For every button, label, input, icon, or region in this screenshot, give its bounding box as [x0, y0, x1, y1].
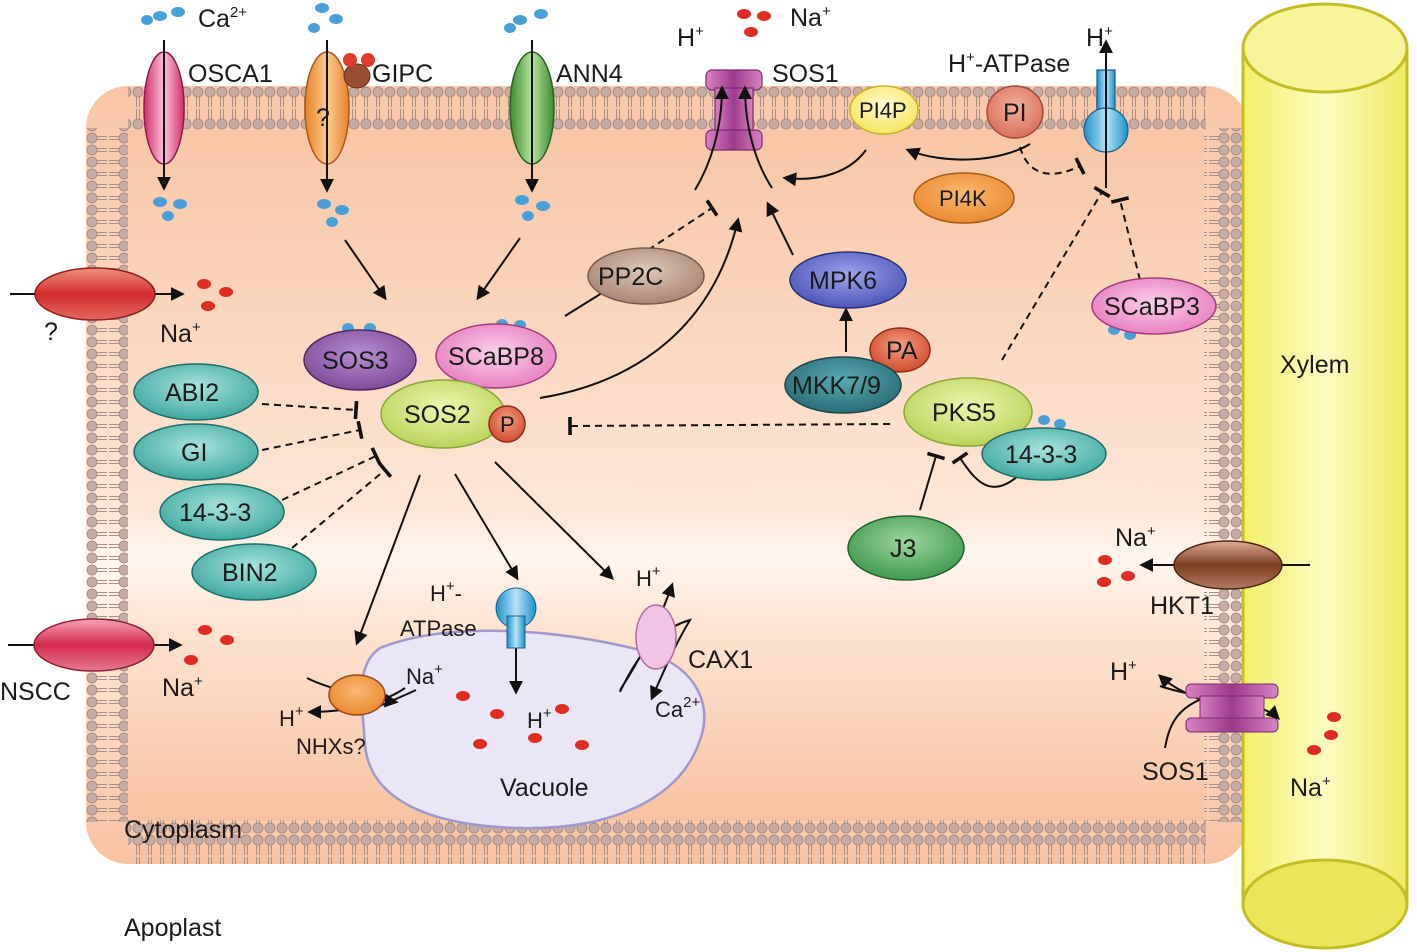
sos3-node [303, 329, 417, 391]
bin2-label: BIN2 [222, 559, 278, 587]
pi4p-node [849, 85, 919, 135]
scabp3-node [1091, 277, 1217, 335]
j3-label: J3 [890, 535, 916, 563]
mkk79-label: MKK7/9 [792, 372, 881, 400]
pi4p-label: PI4P [859, 98, 907, 123]
abi2-label: ABI2 [165, 379, 219, 407]
nhx-antiporter [328, 674, 386, 716]
vacuolar-h-atpase [495, 587, 537, 649]
gipc-label: GIPC [372, 60, 433, 88]
scabp8-label: SCaBP8 [448, 343, 544, 371]
pp2c-node [587, 247, 705, 305]
1433-right-label: 14-3-3 [1005, 441, 1077, 469]
mkk79-node [784, 356, 902, 414]
sos1-xylem-label: SOS1 [1142, 758, 1209, 786]
proton-label-vacuole: H+ [527, 705, 552, 733]
sos1-top-label: SOS1 [772, 60, 839, 88]
sodium-label-nhx: Na+ [406, 661, 443, 689]
pks5-node [903, 377, 1033, 447]
pi4k-node [913, 172, 1015, 224]
proton-label-nhx: H+ [279, 703, 304, 731]
pa-node [869, 327, 931, 373]
bin2-node [191, 543, 317, 601]
j3-node [847, 515, 965, 581]
calcium-label: Ca2+ [198, 4, 247, 33]
pi-node [986, 85, 1044, 139]
v-h-atpase-label-line2: ATPase [400, 616, 477, 641]
cax1-label: CAX1 [688, 646, 753, 674]
abi2-node [133, 363, 259, 421]
1433-left-label: 14-3-3 [179, 499, 251, 527]
sos2-label: SOS2 [404, 401, 471, 429]
1433-right-node [981, 427, 1107, 481]
nscc-label: NSCC [0, 678, 71, 706]
gipc-sugar-dot [343, 53, 357, 67]
membrane-transport-proteins [33, 267, 1283, 733]
inhibition-lines [261, 146, 1141, 549]
sodium-label-hkt1: Na+ [1115, 523, 1156, 552]
gipc-sugar-dot [361, 53, 375, 67]
scabp8-node [435, 323, 557, 389]
phospho-node [488, 405, 526, 443]
proton-label-top: H+ [677, 23, 704, 52]
gi-label: GI [181, 439, 207, 467]
pp2c-label: PP2C [598, 263, 663, 291]
vacuole-label: Vacuole [500, 774, 589, 802]
v-h-atpase-label-line1: H+- [430, 578, 462, 606]
sos3-label: SOS3 [322, 347, 389, 375]
sodium-label-left-top: Na+ [160, 319, 201, 348]
apoplast-label: Apoplast [124, 914, 221, 942]
mpk6-node [789, 251, 907, 309]
labels: Ca2+ OSCA1 ? GIPC ANN4 H+ Na+ SOS1 PI4P … [0, 3, 1349, 942]
nhxs-label: NHXs? [296, 734, 366, 759]
proton-label-pm: H+ [1086, 23, 1113, 52]
mpk6-label: MPK6 [809, 267, 877, 295]
pm-h-atpase-label: H+-ATPase [948, 49, 1070, 78]
sos1-xylem-channel [1185, 683, 1279, 733]
cax1-antiporter [635, 604, 677, 670]
vacuole [360, 629, 706, 830]
phospho-label: P [500, 412, 515, 437]
unknown-na-channel [34, 267, 156, 321]
sodium-label-top: Na+ [790, 3, 831, 32]
xylem-label: Xylem [1280, 351, 1349, 379]
cytoplasm-label: Cytoplasm [124, 816, 242, 844]
unknown-na-channel-label: ? [44, 318, 58, 346]
pi-label: PI [1003, 99, 1027, 127]
sodium-label-left-bottom: Na+ [162, 673, 203, 702]
pks5-label: PKS5 [932, 399, 996, 427]
pa-label: PA [886, 337, 918, 365]
gi-node [133, 423, 259, 481]
1433-left-node [159, 483, 285, 541]
proton-label-cax1: H+ [636, 563, 661, 591]
calcium-label-vacuole: Ca2+ [655, 694, 700, 722]
signaling-proteins [133, 85, 1217, 601]
gipc-unknown-label: ? [316, 104, 330, 132]
scabp3-label: SCaBP3 [1104, 293, 1200, 321]
xylem-vessel [1241, 2, 1409, 950]
nscc-channel [33, 618, 155, 672]
pi4k-label: PI4K [939, 186, 987, 211]
sodium-label-xylem: Na+ [1290, 773, 1331, 802]
hkt1-label: HKT1 [1150, 592, 1214, 620]
ann4-label: ANN4 [556, 60, 623, 88]
sos1-top-channel [705, 69, 763, 151]
sodium-ions [184, 9, 1341, 755]
osca1-label: OSCA1 [188, 60, 273, 88]
hkt1-channel [1173, 540, 1283, 590]
proton-label-xylem: H+ [1110, 657, 1137, 686]
